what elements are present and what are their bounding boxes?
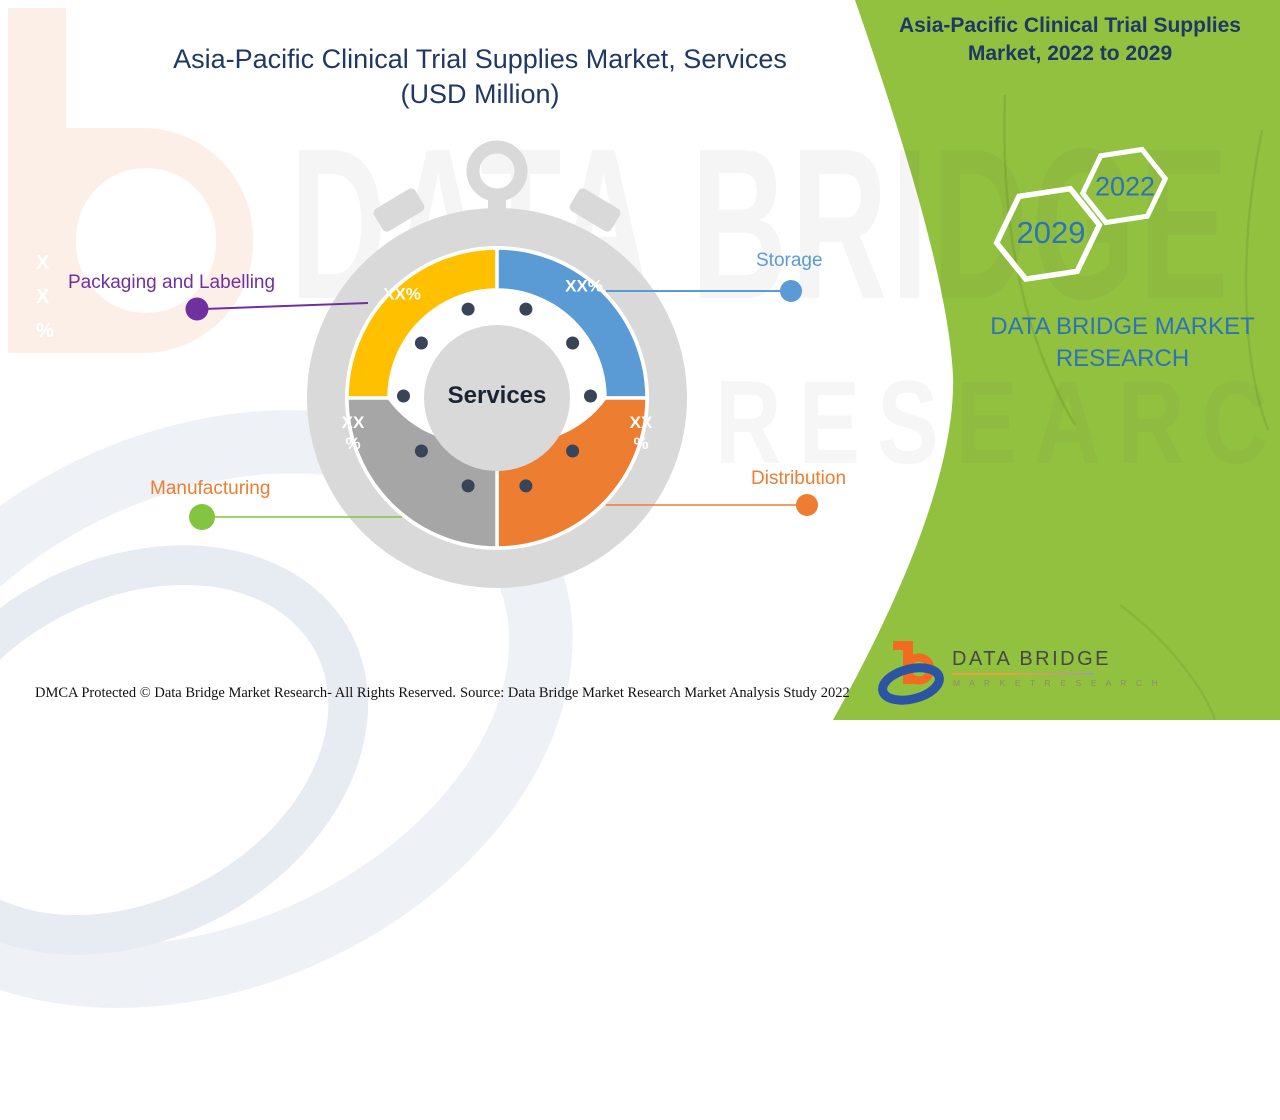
logo-name: DATA BRIDGE <box>952 648 1112 670</box>
year-hexagons <box>993 146 1169 283</box>
watermark-text: RESEARCH <box>715 357 1280 489</box>
stopwatch-donut-chart <box>185 140 1169 705</box>
right-green-panel <box>833 0 1280 720</box>
year-2029: 2029 <box>1016 215 1086 250</box>
chart-title: Asia-Pacific Clinical Trial Supplies Mar… <box>173 44 787 109</box>
callout-lines <box>185 280 818 530</box>
watermark-logo-bowl-hole <box>76 168 216 313</box>
manufacturing-callout-dot <box>189 504 215 530</box>
footer-copyright: DMCA Protected © Data Bridge Market Rese… <box>35 685 456 701</box>
donut-segments <box>345 246 649 550</box>
label-packaging-and-labelling: Packaging and Labelling <box>68 272 276 293</box>
label-storage: Storage <box>756 250 823 271</box>
dial-tick-dots <box>397 302 597 493</box>
packaging-callout-dot <box>185 297 209 321</box>
footer-source: Source: Data Bridge Market Research Mark… <box>460 685 850 701</box>
leaf-curve-decoration <box>1003 94 1077 426</box>
value-manufacturing: XX % <box>341 413 365 453</box>
value-distribution: XX % <box>629 413 653 453</box>
hexagon-2022-icon <box>1079 146 1169 226</box>
leaf-curve-decoration <box>1244 129 1270 431</box>
value-packaging-and-labelling: XX% <box>383 284 421 304</box>
donut-center-disk <box>424 325 570 471</box>
segment-distribution <box>495 396 649 550</box>
hexagon-2029-icon <box>993 185 1103 283</box>
label-manufacturing: Manufacturing <box>150 478 271 499</box>
stopwatch-outer-ring <box>307 208 687 588</box>
stopwatch-left-pusher <box>373 188 425 232</box>
panel-title: Asia-Pacific Clinical Trial Supplies Mar… <box>899 14 1241 65</box>
left-edge-xx-percent: X X % <box>36 252 54 342</box>
logo-tagline: M A R K E T R E S E A R C H <box>953 678 1162 688</box>
stopwatch-crown-ring-icon <box>466 140 528 202</box>
value-storage: XX% <box>565 276 603 296</box>
stopwatch-right-pusher <box>569 188 621 232</box>
distribution-callout-dot <box>796 494 818 516</box>
storage-callout-dot <box>780 280 802 302</box>
label-distribution: Distribution <box>751 468 847 489</box>
dbmr-logo-icon <box>878 641 944 705</box>
green-panel-shape <box>833 0 1280 720</box>
year-2022: 2022 <box>1094 171 1156 202</box>
logo-rule <box>952 673 1094 675</box>
donut-center-label: Services <box>447 382 547 409</box>
brand-wordmark: DATA BRIDGE MARKET RESEARCH <box>990 313 1255 372</box>
leaf-curve-decoration <box>1119 603 1217 720</box>
